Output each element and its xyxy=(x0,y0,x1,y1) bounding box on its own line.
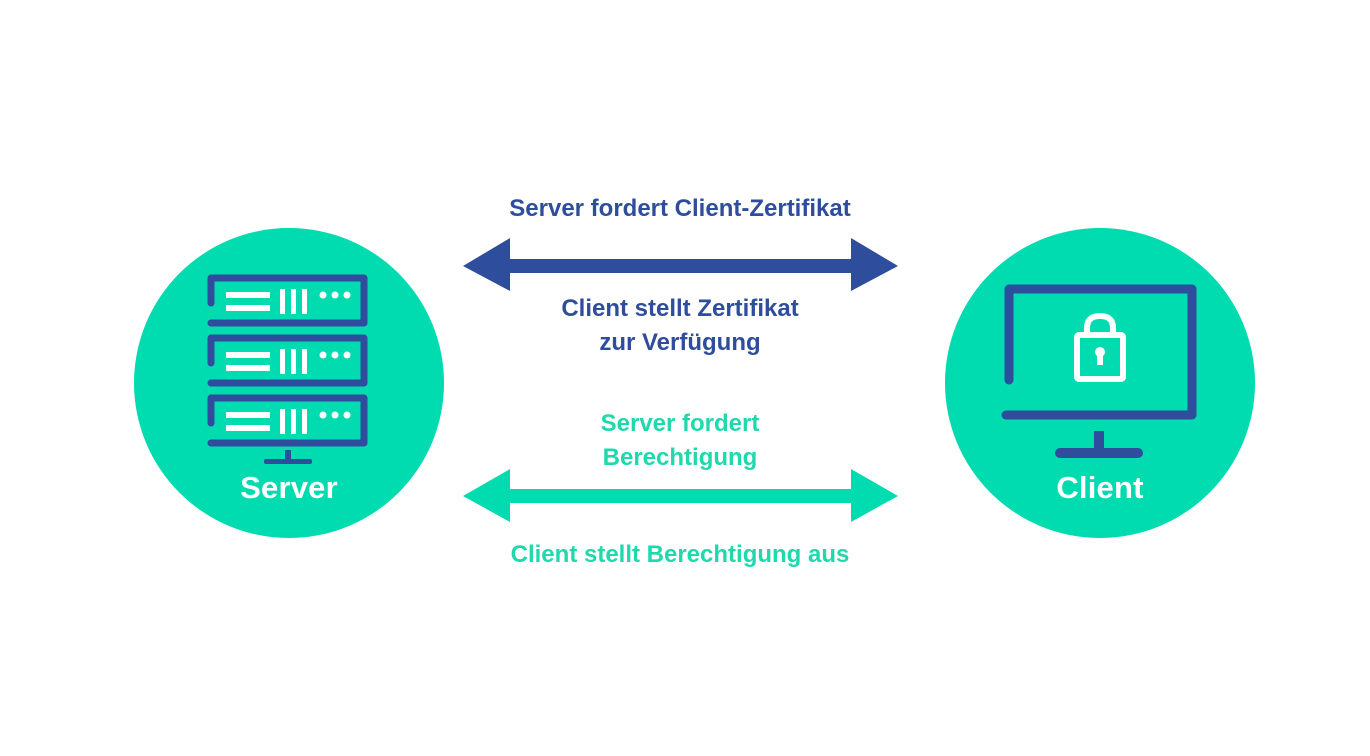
server-unit-2-slot-3 xyxy=(302,349,307,374)
server-unit-1-led-3 xyxy=(343,291,351,299)
server-unit-2-bar-2 xyxy=(226,365,270,371)
lock-icon xyxy=(1074,312,1126,382)
server-unit-3-led-3 xyxy=(343,411,351,419)
server-unit-2-led-1 xyxy=(319,351,327,359)
monitor-lock-icon xyxy=(945,228,1255,538)
server-unit-1-frame xyxy=(207,274,368,327)
server-unit-2-led-2 xyxy=(331,351,339,359)
authorization-request-line-2: Berechtigung xyxy=(602,444,758,471)
client-node: Client xyxy=(945,228,1255,538)
authorization-arrow-shape xyxy=(463,469,898,522)
certificate-response-line-1: Client stellt Zertifikat xyxy=(561,295,799,322)
certificate-arrow-shape xyxy=(463,238,898,291)
server-unit-3-slot-3 xyxy=(302,409,307,434)
server-unit-3-led-2 xyxy=(331,411,339,419)
certificate-request-label: Server fordert Client-Zertifikat xyxy=(509,195,851,222)
authorization-request-text: Server fordert Berechtigung xyxy=(430,407,930,475)
authorization-double-arrow xyxy=(463,469,898,522)
certificate-response-text: Client stellt Zertifikat zur Verfügung xyxy=(430,292,930,360)
client-circle xyxy=(945,228,1255,538)
certificate-double-arrow xyxy=(463,238,898,291)
authorization-request-line-1: Server fordert xyxy=(600,410,760,437)
server-unit-1-slot-3 xyxy=(302,289,307,314)
server-rack-units xyxy=(207,274,368,464)
server-unit-2-bar-1 xyxy=(226,352,270,358)
authorization-response-text: Client stellt Berechtigung aus xyxy=(430,538,930,572)
server-unit-3-led-1 xyxy=(319,411,327,419)
certificate-request-text: Server fordert Client-Zertifikat xyxy=(430,192,930,226)
server-unit-3-slot-1 xyxy=(280,409,285,434)
server-unit-2-frame xyxy=(207,334,368,387)
server-unit-1-bar-1 xyxy=(226,292,270,298)
server-label: Server xyxy=(240,470,338,505)
server-unit-1-led-1 xyxy=(319,291,327,299)
server-unit-2-slot-2 xyxy=(291,349,296,374)
server-node: Server xyxy=(134,228,444,538)
authorization-response-label: Client stellt Berechtigung aus xyxy=(510,541,850,568)
server-stand xyxy=(285,450,291,462)
server-unit-3-bar-2 xyxy=(226,425,270,431)
server-unit-3-frame xyxy=(207,394,368,447)
server-unit-1-bar-2 xyxy=(226,305,270,311)
server-rack-icon xyxy=(134,228,444,538)
server-unit-1-led-2 xyxy=(331,291,339,299)
server-unit-1-slot-2 xyxy=(291,289,296,314)
monitor-icon xyxy=(1001,284,1197,458)
certificate-response-line-2: zur Verfügung xyxy=(599,329,761,356)
server-unit-2-led-3 xyxy=(343,351,351,359)
server-unit-3-bar-1 xyxy=(226,412,270,418)
client-label: Client xyxy=(1056,470,1144,505)
server-stand-base xyxy=(264,459,312,464)
server-unit-3-slot-2 xyxy=(291,409,296,434)
server-unit-2-slot-1 xyxy=(280,349,285,374)
server-unit-1-slot-1 xyxy=(280,289,285,314)
